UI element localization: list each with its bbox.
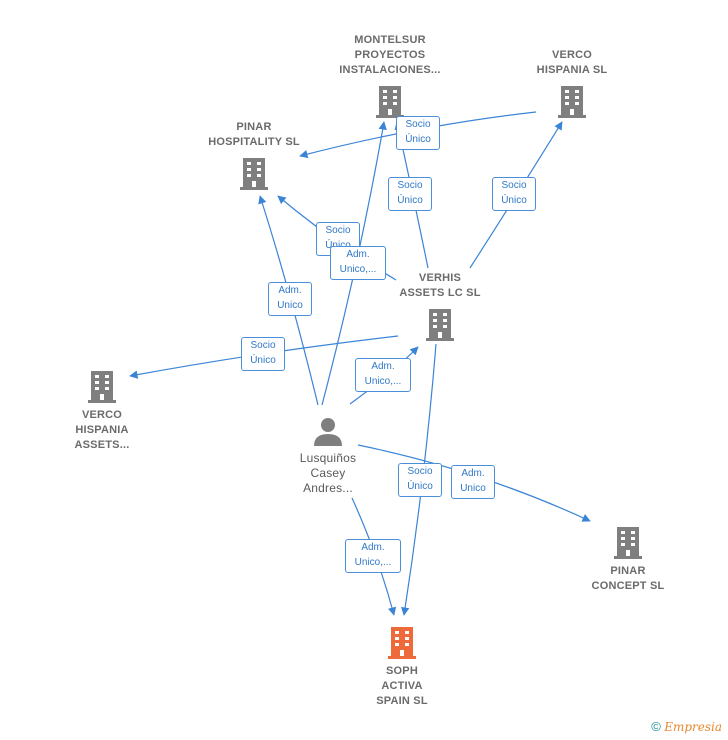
node-label-line: Lusquiños (299, 451, 357, 465)
brand-logo-text: Empresia (664, 720, 722, 734)
node-label-line: ACTIVA (381, 680, 423, 692)
building-icon (426, 309, 454, 341)
node-label-line: Casey (310, 466, 346, 480)
node-label-line: PINAR (610, 565, 646, 577)
badge-line: Socio (250, 340, 276, 351)
badge-line: Socio (405, 119, 431, 130)
relation-badge[interactable]: Socio Único (396, 116, 440, 150)
node-label-line: PROYECTOS (354, 49, 426, 61)
badge-line: Único (319, 238, 357, 253)
node-montelsur[interactable]: MONTELSUR PROYECTOS INSTALACIONES... (325, 33, 455, 119)
node-label-line: SPAIN SL (376, 695, 428, 707)
badge-line: Unico (277, 300, 303, 311)
relation-badge[interactable]: Adm. Unico,... (355, 358, 411, 392)
node-pinar-concept[interactable]: PINAR CONCEPT SL (578, 524, 678, 594)
person-icon (314, 418, 342, 446)
node-label-line: PINAR (236, 121, 272, 133)
node-soph-activa-spain[interactable]: SOPH ACTIVA SPAIN SL (354, 624, 450, 709)
node-verco-hispania-assets[interactable]: VERCO HISPANIA ASSETS... (56, 368, 148, 453)
footer-brand: © Empresia (651, 719, 722, 734)
badge-line: Adm. (461, 468, 485, 479)
relation-badge[interactable]: Socio Único (241, 337, 285, 371)
copyright-icon: © (651, 719, 661, 734)
node-label-line: VERHIS (418, 272, 462, 284)
building-icon (376, 86, 404, 118)
badge-line: Adm. (346, 249, 370, 260)
badge-line: Unico (460, 483, 486, 494)
badge-line: Socio (397, 180, 423, 191)
badge-line: Unico,... (339, 264, 377, 275)
node-verco-hispania[interactable]: VERCO HISPANIA SL (520, 48, 624, 119)
node-label-line: HISPANIA (75, 424, 129, 436)
node-label-line: VERCO (81, 409, 123, 421)
node-label-line: ASSETS LC SL (399, 287, 481, 299)
badge-line: Socio (501, 180, 527, 191)
relation-badge[interactable]: Adm. Unico,... (330, 246, 386, 280)
building-icon (88, 371, 116, 403)
relation-badge[interactable]: Adm. Unico,... (345, 539, 401, 573)
node-pinar-hospitality[interactable]: PINAR HOSPITALITY SL (196, 120, 312, 191)
node-person[interactable]: Lusquiños Casey Andres... (282, 416, 374, 496)
relation-badge[interactable]: Socio Único (388, 177, 432, 211)
building-icon-highlighted (388, 627, 416, 659)
badge-line: Único (501, 195, 527, 206)
node-label-line: HOSPITALITY SL (208, 136, 300, 148)
building-icon (614, 527, 642, 559)
relation-badge[interactable]: Socio Único (492, 177, 536, 211)
building-icon (558, 86, 586, 118)
badge-line: Único (250, 355, 276, 366)
badge-line: Adm. (371, 361, 395, 372)
building-icon (240, 158, 268, 190)
badge-line: Unico,... (364, 376, 402, 387)
node-label-line: HISPANIA SL (536, 64, 608, 76)
relation-badge[interactable]: Adm. Unico (451, 465, 495, 499)
node-label-line: VERCO (551, 49, 593, 61)
badge-line: Único (405, 134, 431, 145)
badge-line: Socio (325, 225, 351, 236)
badge-line: Único (397, 195, 423, 206)
relation-badge[interactable]: Socio Único (398, 463, 442, 497)
badge-line: Adm. (361, 542, 385, 553)
node-label-line: SOPH (386, 665, 418, 677)
badge-line: Adm. (278, 285, 302, 296)
node-label-line: MONTELSUR (354, 34, 426, 46)
node-label-line: ASSETS... (74, 439, 130, 451)
node-verhis-assets[interactable]: VERHIS ASSETS LC SL (388, 271, 492, 342)
node-label-line: CONCEPT SL (591, 580, 665, 592)
node-label-line: INSTALACIONES... (339, 64, 441, 76)
badge-line: Unico,... (354, 557, 392, 568)
node-label-line: Andres... (303, 481, 353, 495)
relation-badge[interactable]: Adm. Unico (268, 282, 312, 316)
badge-line: Socio (407, 466, 433, 477)
badge-line: Único (407, 481, 433, 492)
